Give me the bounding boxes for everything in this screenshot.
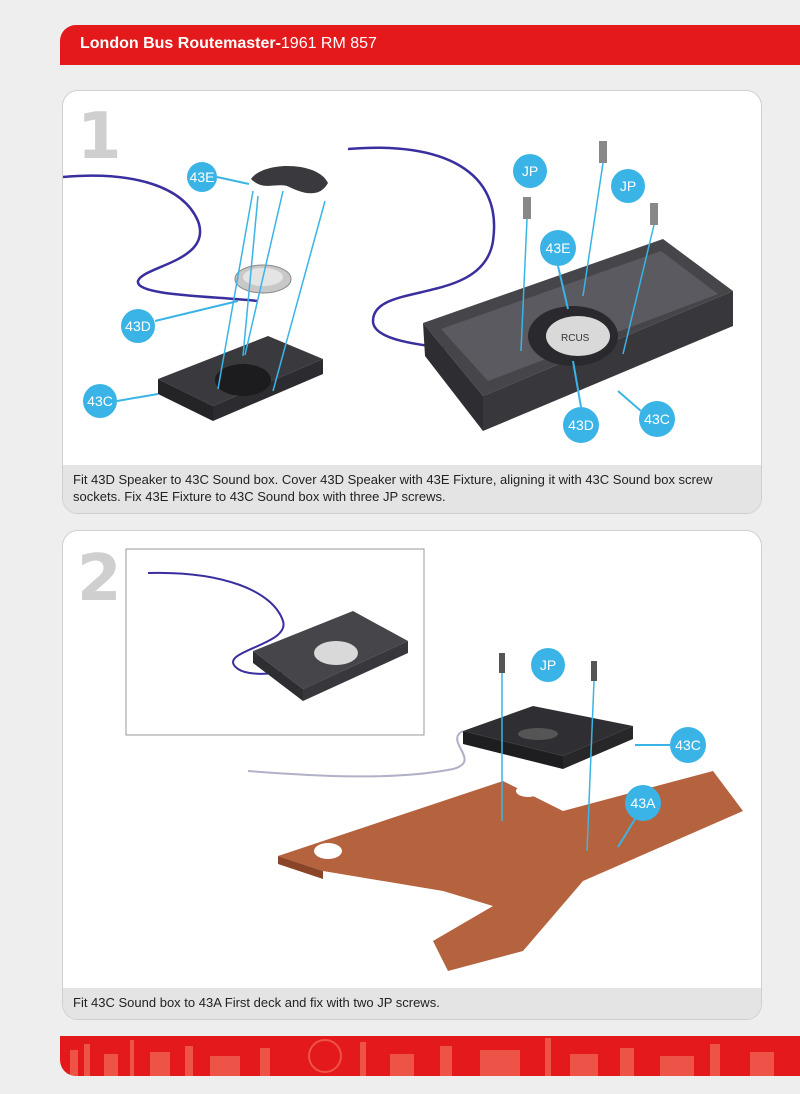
svg-text:43E: 43E [546,240,571,256]
step-2-caption: Fit 43C Sound box to 43A First deck and … [63,988,761,1019]
speaker-43d [314,641,358,665]
speaker-wire [63,176,258,301]
svg-text:JP: JP [620,178,636,194]
fixture-43e [251,166,328,193]
speaker-grille [215,364,271,396]
svg-text:JP: JP [522,163,538,179]
jp-screw [499,653,505,673]
svg-text:43C: 43C [675,737,701,753]
header-title: London Bus Routemaster-1961 RM 857 [80,35,377,53]
callout-jp: JP [531,648,565,682]
jp-screw [599,141,607,163]
step-1-illustration: RCUS 43E 43D 43C JP JP [63,91,761,471]
svg-text:43E: 43E [190,169,215,185]
speaker-label: RCUS [561,333,590,344]
footer-skyline-band [60,1036,800,1076]
jp-screw [523,197,531,219]
london-skyline-graphic [60,1036,800,1076]
step-1-panel: 1 RCUS [62,90,762,514]
speaker-wire [248,731,465,776]
step-1-caption: Fit 43D Speaker to 43C Sound box. Cover … [63,465,761,513]
callout-43c: 43C [618,391,675,437]
callout-43d: 43D [121,301,238,343]
header-title-year: 1961 RM 857 [281,35,377,52]
svg-text:43C: 43C [87,393,113,409]
first-deck-43a [278,771,743,971]
svg-text:43D: 43D [568,417,594,433]
callout-43c: 43C [635,727,706,763]
callout-jp: JP [513,154,547,188]
header-bar: London Bus Routemaster-1961 RM 857 [60,25,800,65]
jp-screw [650,203,658,225]
callout-jp: JP [611,169,645,203]
callout-43c: 43C [83,384,158,418]
svg-text:JP: JP [540,657,556,673]
callout-43e: 43E [187,162,249,192]
svg-text:43A: 43A [631,795,657,811]
svg-text:43D: 43D [125,318,151,334]
step-2-illustration: JP 43C 43A [63,531,761,981]
step-2-panel: 2 JP 43C [62,530,762,1020]
header-title-model: London Bus Routemaster- [80,35,281,52]
deck-hole [516,785,540,797]
deck-hole [314,843,342,859]
svg-text:43C: 43C [644,411,670,427]
speaker-grille [518,728,558,740]
jp-screw [591,661,597,681]
